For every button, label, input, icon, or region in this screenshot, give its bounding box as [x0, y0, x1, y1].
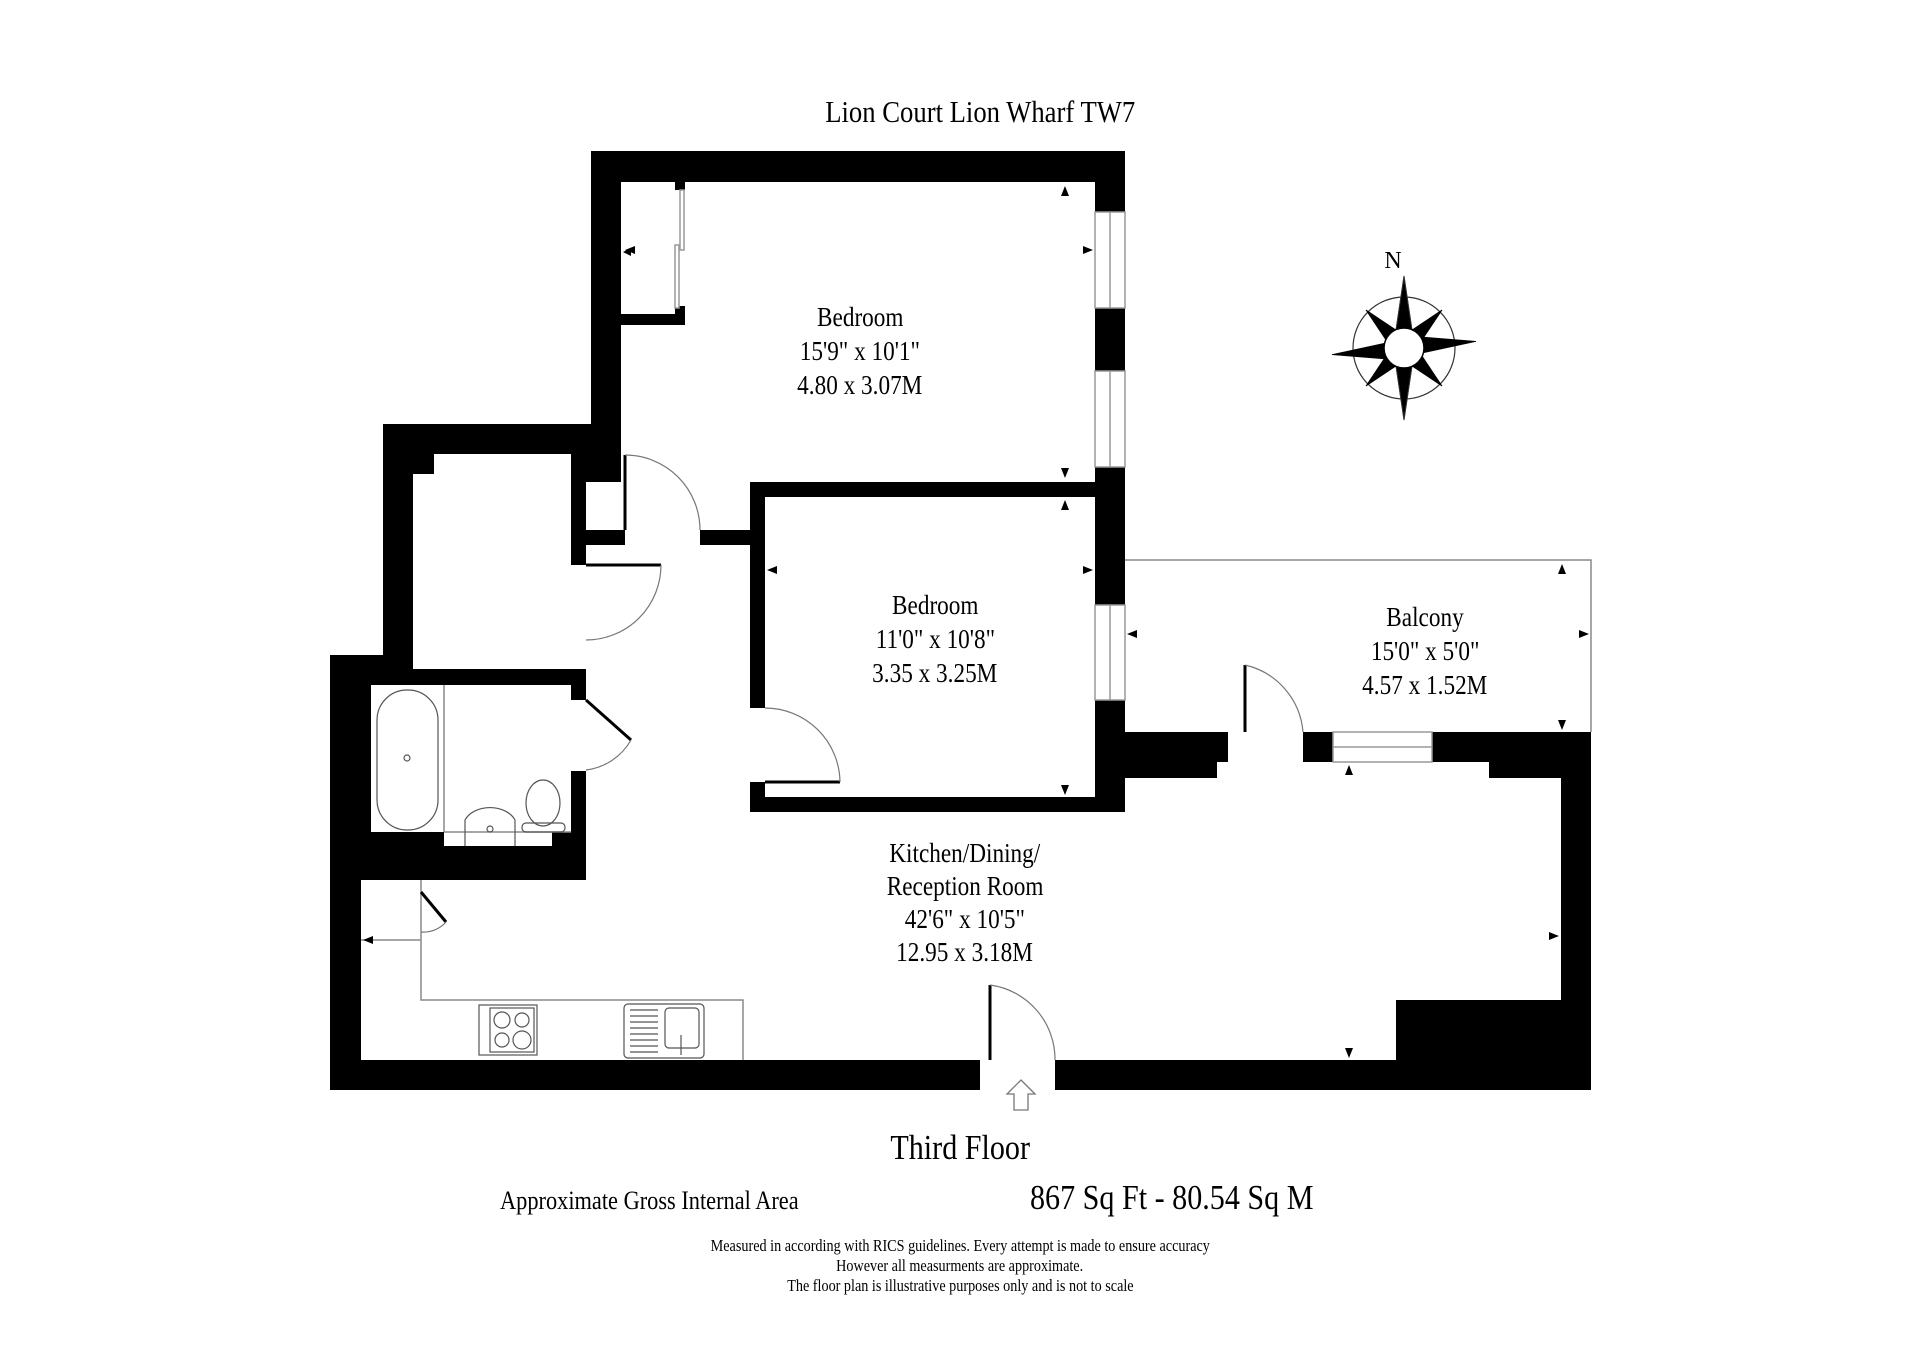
bedroom2-right-wall-top — [1095, 497, 1125, 605]
bedroom2-door-swing — [764, 707, 841, 783]
hob-icon — [478, 1004, 538, 1056]
room-metric: 3.35 x 3.25M — [872, 658, 998, 688]
bedroom2-bottom-wall — [750, 797, 1120, 812]
bedroom1-right-wall-b — [1095, 308, 1125, 371]
bedroom1-right-wall-a — [1095, 151, 1125, 212]
bath-icon — [376, 689, 439, 831]
hall-wall-mid-right — [700, 530, 750, 545]
bedroom1-door-swing — [624, 454, 701, 531]
room-label-kitchen: Kitchen/Dining/ Reception Room 42'6" x 1… — [800, 837, 1130, 969]
utility-door-leaf — [419, 891, 448, 923]
area-value: 867 Sq Ft - 80.54 Sq M — [1030, 1178, 1314, 1217]
kitchen-counter — [420, 880, 744, 1060]
room-name: Balcony — [1386, 602, 1464, 632]
balcony-outline — [1125, 559, 1592, 732]
room-name: Bedroom — [816, 302, 904, 332]
walls — [330, 151, 1591, 1090]
disclaimer: Measured in according with RICS guidelin… — [560, 1236, 1360, 1296]
room-metric: 12.95 x 3.18M — [896, 937, 1034, 967]
room-name: Bedroom — [891, 590, 979, 620]
bathroom-right-wall-top — [571, 685, 586, 700]
floor-name: Third Floor — [890, 1128, 1030, 1167]
disclaimer-line-1: Measured in according with RICS guidelin… — [710, 1236, 1210, 1255]
bedroom-divider-wall — [750, 482, 1125, 497]
room-label-bedroom-2: Bedroom 11'0" x 10'8" 3.35 x 3.25M — [795, 588, 1075, 690]
room-metric: 4.57 x 1.52M — [1362, 670, 1488, 700]
kitchen-corner-block — [1396, 1000, 1591, 1090]
wardrobe-wall — [621, 314, 685, 325]
room-imperial: 11'0" x 10'8" — [875, 624, 995, 654]
room-metric: 4.80 x 3.07M — [797, 370, 923, 400]
windows — [674, 189, 1433, 763]
bedroom1-top-wall — [591, 151, 1125, 182]
measurement-markers — [363, 186, 1589, 1058]
room-name-line1: Kitchen/Dining/ — [889, 838, 1041, 868]
balcony-door-swing — [1244, 664, 1304, 733]
hall-wall-mid-left — [586, 530, 625, 545]
cupboard-right-wall — [571, 424, 586, 565]
fixtures — [376, 689, 705, 1059]
cupboard-walls — [383, 424, 586, 700]
bedroom2-left-wall-top — [750, 482, 765, 708]
entrance-door-swing — [989, 984, 1056, 1061]
page-title: Lion Court Lion Wharf TW7 — [824, 94, 1135, 129]
utility-door-swing — [420, 921, 447, 933]
room-name-line2: Reception Room — [886, 871, 1044, 901]
cupboard-bottom-wall — [383, 669, 586, 685]
room-imperial: 15'0" x 5'0" — [1370, 636, 1480, 666]
entrance-arrow-icon — [1005, 1079, 1037, 1111]
room-imperial: 15'9" x 10'1" — [799, 336, 921, 366]
area-label: Approximate Gross Internal Area — [500, 1186, 799, 1215]
bathroom-door-swing — [585, 739, 632, 771]
room-label-bedroom-1: Bedroom 15'9" x 10'1" 4.80 x 3.07M — [720, 300, 1000, 402]
compass-north-label: N — [1384, 248, 1402, 274]
toilet-icon — [525, 779, 561, 827]
kitchen-north-wall-left — [1120, 732, 1228, 778]
doors — [419, 454, 1304, 1061]
disclaimer-line-3: The floor plan is illustrative purposes … — [786, 1276, 1134, 1295]
kitchen-north-wall-right — [1432, 732, 1591, 1000]
room-imperial: 42'6" x 10'5" — [904, 904, 1026, 934]
kitchen-north-wall-post — [1303, 732, 1333, 762]
sink-icon — [623, 1003, 705, 1059]
wardrobe-post-bottom — [675, 306, 685, 325]
outer-left-wall — [330, 655, 980, 1090]
bathroom-door-leaf — [585, 698, 632, 742]
disclaimer-line-2: However all measurments are approximate. — [836, 1256, 1084, 1275]
room-label-balcony: Balcony 15'0" x 5'0" 4.57 x 1.52M — [1285, 600, 1565, 702]
compass-rose-icon — [1331, 275, 1477, 421]
basin-icon — [464, 807, 516, 846]
wardrobe-post-top — [675, 182, 685, 190]
cupboard-door-swing — [585, 564, 662, 641]
bathroom-right-wall-bottom — [571, 771, 586, 880]
